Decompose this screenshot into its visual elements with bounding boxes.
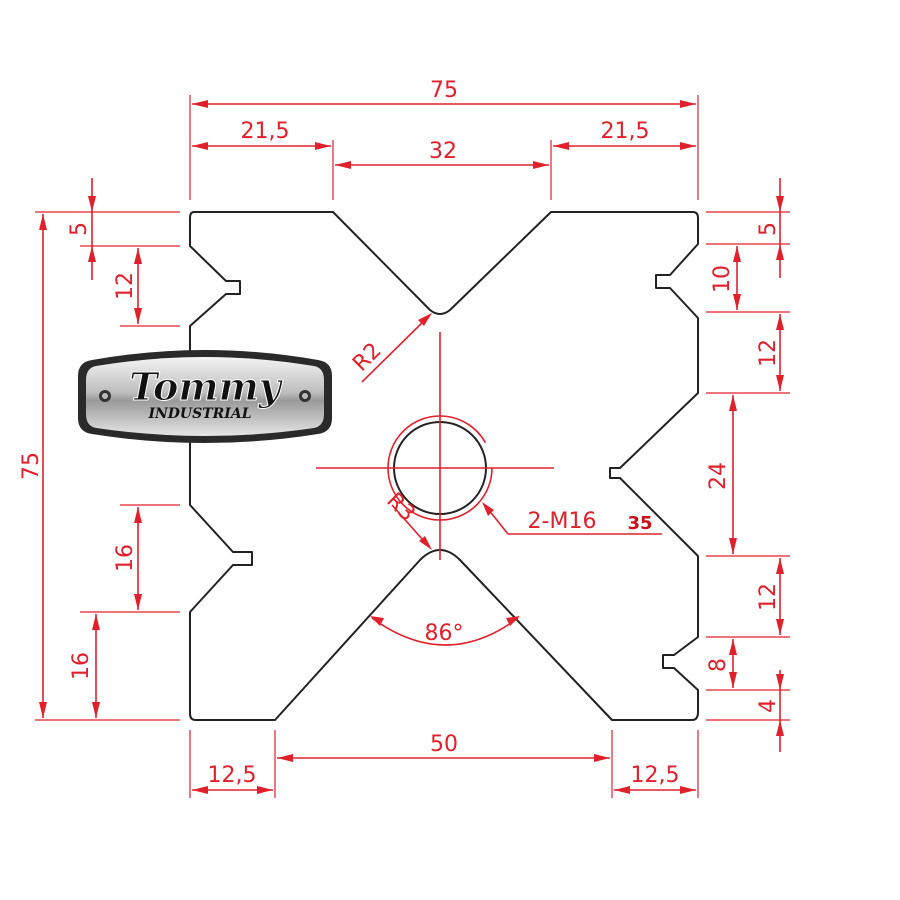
v-block-outline	[189, 211, 699, 721]
dim-angle: 86°	[425, 621, 464, 646]
dim-bottom-right: 12,5	[631, 763, 680, 788]
dim-left-top-notch: 12	[113, 272, 138, 300]
dim-right-v: 24	[706, 462, 731, 490]
left-dimensions	[35, 178, 180, 721]
tommy-industrial-logo: Tommy INDUSTRIAL	[78, 350, 332, 443]
dim-thread: 2-M16	[528, 509, 597, 534]
thread-callout	[482, 502, 662, 535]
dim-thread-depth: 35	[627, 513, 652, 534]
dim-left-lower-notch: 16	[113, 544, 138, 572]
dim-top-overall: 75	[430, 78, 458, 103]
dim-left-top-edge: 5	[67, 222, 92, 236]
dim-left-overall: 75	[19, 452, 44, 480]
dim-right-flat-1: 12	[756, 339, 781, 367]
dim-right-notch-2: 8	[706, 658, 731, 672]
dim-bottom-left: 12,5	[208, 763, 257, 788]
dim-left-bottom-edge: 16	[69, 652, 94, 680]
dim-top-left: 21,5	[241, 119, 290, 144]
top-dimensions	[189, 95, 699, 200]
dim-right-top-edge: 5	[756, 222, 781, 236]
bottom-dimensions	[189, 730, 699, 798]
dim-top-middle: 32	[429, 139, 457, 164]
logo-sub: INDUSTRIAL	[147, 406, 251, 422]
logo-brand: Tommy	[129, 364, 284, 409]
dim-bottom-middle: 50	[430, 732, 458, 757]
dim-top-right: 21,5	[601, 119, 650, 144]
radius-leaders	[361, 313, 432, 550]
dim-right-flat-2: 12	[756, 583, 781, 611]
dim-right-bottom-edge: 4	[756, 699, 781, 713]
dim-right-notch-1: 10	[710, 265, 735, 293]
angle-dimension	[370, 616, 520, 646]
right-dimensions	[706, 178, 790, 752]
